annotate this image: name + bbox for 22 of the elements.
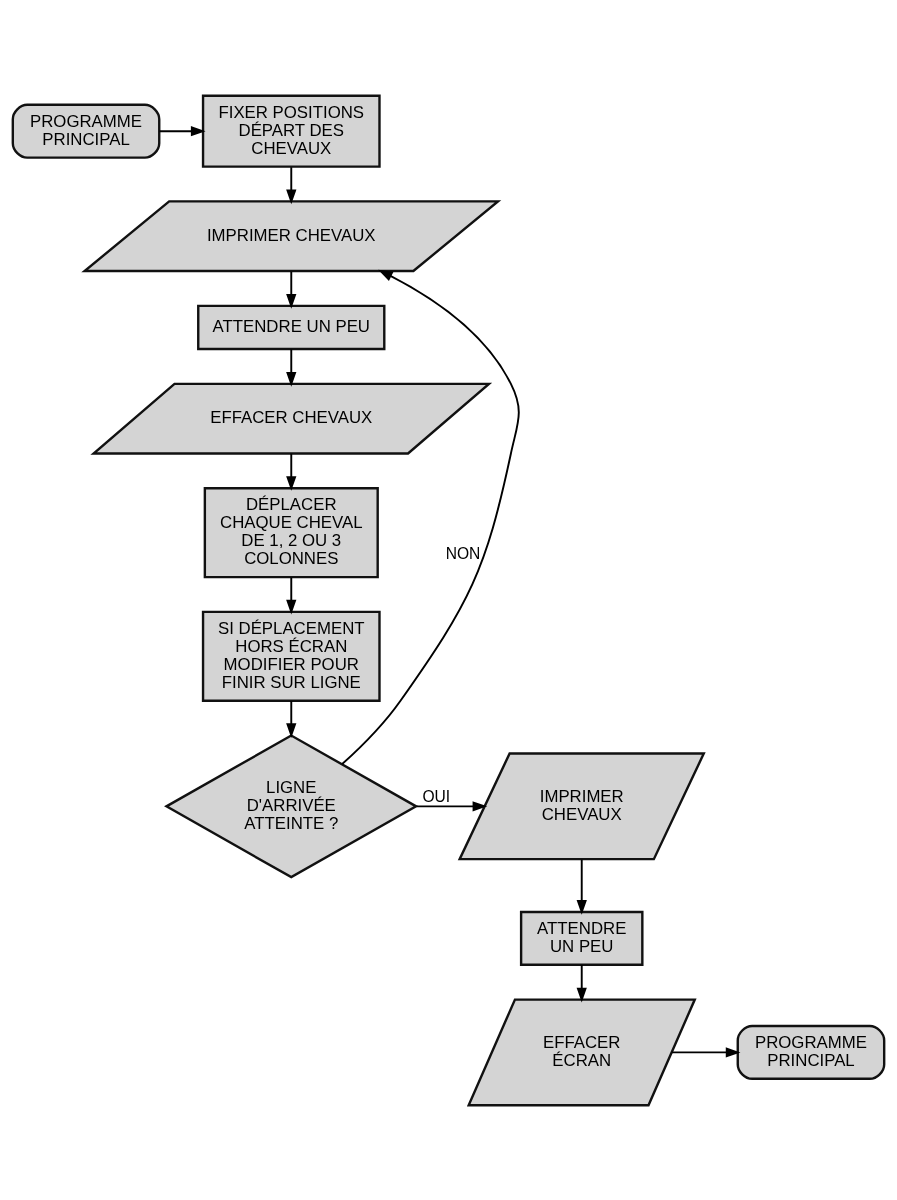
arrow <box>576 858 587 915</box>
node-box: ATTENDRE UN PEU <box>197 304 386 350</box>
arrow <box>670 1046 741 1058</box>
arrow <box>415 800 488 811</box>
node-box: ATTENDRE UN PEU <box>519 910 644 966</box>
node-box: SI DÉPLACEMENT HORS ÉCRAN MODIFIER POUR FINIR SUR LIGNE <box>201 610 381 702</box>
node-box: PROGRAMME PRINCIPAL <box>11 103 161 159</box>
arrow <box>286 699 297 738</box>
edge-label: OUI <box>422 787 451 805</box>
arrow <box>158 125 206 136</box>
arrow <box>286 575 297 614</box>
node-box: FIXER POSITIONS DÉPART DES CHEVAUX <box>201 94 381 168</box>
arrow <box>576 963 587 1002</box>
node-diamond: LIGNE D'ARRIVÉE ATTEINTE ? <box>164 733 419 879</box>
arrow <box>286 347 297 387</box>
arrow <box>341 269 520 765</box>
arrow <box>286 452 297 491</box>
node-box: PROGRAMME PRINCIPAL <box>736 1024 886 1080</box>
edge-label: NON <box>445 544 481 562</box>
node-box: DÉPLACER CHAQUE CHEVAL DE 1, 2 OU 3 COLONNES <box>203 486 379 578</box>
arrow <box>286 165 297 204</box>
arrow <box>286 270 297 309</box>
